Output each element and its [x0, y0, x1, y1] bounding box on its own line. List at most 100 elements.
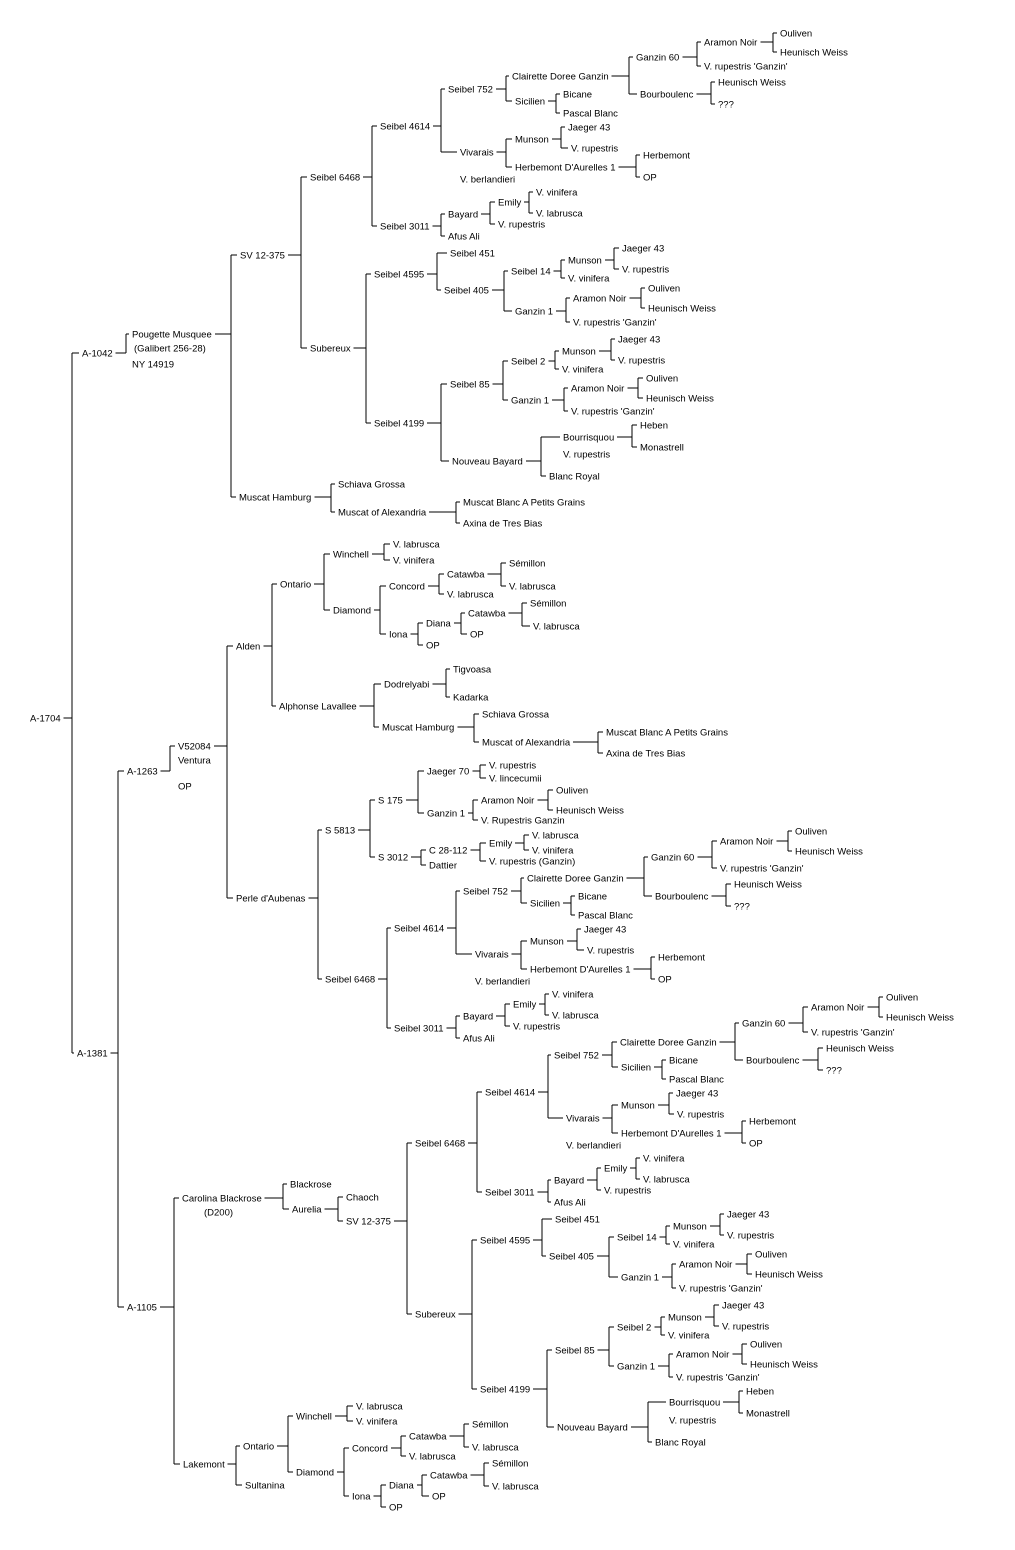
node-bouA: Bourrisquou [563, 433, 614, 444]
node-s451a: Seibel 451 [450, 249, 495, 260]
node-dia1: Diamond [333, 606, 371, 617]
node-brA: Blanc Royal [549, 472, 600, 483]
node-j43E: Jaeger 43 [676, 1089, 718, 1100]
node-con2: Concord [352, 1444, 388, 1455]
node-j43B: Jaeger 43 [622, 244, 664, 255]
node-s752a: Seibel 752 [448, 85, 493, 96]
node-g60b: Ganzin 60 [651, 853, 694, 864]
node-anD: Aramon Noir [481, 796, 534, 807]
node-s4199b: Seibel 4199 [480, 1385, 530, 1396]
node-vrgD: V. Rupestris Ganzin [481, 816, 565, 827]
node-hwF2: Heunisch Weiss [826, 1044, 894, 1055]
node-anC: Aramon Noir [571, 384, 624, 395]
node-blk: Blackrose [290, 1180, 332, 1191]
node-op4: OP [389, 1503, 403, 1514]
node-cbr: Carolina Blackrose [182, 1194, 262, 1205]
node-w2a: V. labrusca [356, 1402, 403, 1413]
node-ouB: Ouliven [648, 284, 680, 295]
node-vrE: V. rupestris [587, 946, 634, 957]
node-j43D: Jaeger 43 [584, 925, 626, 936]
node-hebA: Heben [640, 421, 668, 432]
node-cat3: Catawba [409, 1432, 447, 1443]
node-s85b: Seibel 85 [555, 1346, 595, 1357]
node-axB: Axina de Tres Bias [606, 749, 685, 760]
node-s5813: S 5813 [325, 826, 355, 837]
node-vrgH: V. rupestris 'Ganzin' [679, 1284, 763, 1295]
node-emBa: V. labrusca [532, 831, 579, 842]
node-vlF: V. labrusca [643, 1175, 690, 1186]
tree-connectors [63, 32, 883, 1508]
node-s4595a: Seibel 4595 [374, 270, 424, 281]
node-anB: Aramon Noir [573, 294, 626, 305]
node-vrI: V. rupestris [669, 1416, 716, 1427]
node-c28: C 28-112 [429, 846, 467, 857]
node-pda: Perle d'Aubenas [236, 894, 306, 905]
node-a1263: A-1263 [127, 767, 158, 778]
node-pm2: (Galibert 256-28) [134, 344, 206, 355]
node-subB: Subereux [415, 1310, 456, 1321]
node-j70a: V. rupestris [489, 761, 536, 772]
node-nbB: Nouveau Bayard [557, 1423, 628, 1434]
node-vrG: V. rupestris [727, 1231, 774, 1242]
node-munF: Munson [673, 1222, 707, 1233]
node-maB: Muscat of Alexandria [482, 738, 571, 749]
node-bicC: Bicane [669, 1056, 698, 1067]
node-ont2: Ontario [243, 1442, 274, 1453]
node-emB: Emily [489, 839, 512, 850]
node-hdaA: Herbemont D'Aurelles 1 [515, 163, 616, 174]
node-vlE: V. labrusca [552, 1011, 599, 1022]
node-nbA: Nouveau Bayard [452, 457, 523, 468]
node-ont1: Ontario [280, 580, 311, 591]
node-win1: Winchell [333, 550, 369, 561]
node-s3011a: Seibel 3011 [380, 222, 429, 233]
node-vvC: V. vinifera [562, 365, 604, 376]
node-vrgC: V. rupestris 'Ganzin' [571, 407, 655, 418]
node-vvF: V. vinifera [643, 1154, 685, 1165]
node-s4614c: Seibel 4614 [485, 1088, 535, 1099]
node-v5: V52084 [178, 742, 211, 753]
node-bbB: Bourboulenc [655, 892, 709, 903]
node-munG: Munson [668, 1313, 702, 1324]
node-munE: Munson [621, 1101, 655, 1112]
node-sicC: Sicilien [621, 1063, 651, 1074]
node-ouG: Ouliven [755, 1250, 787, 1261]
node-vrC: V. rupestris [618, 356, 665, 367]
node-g1e: Ganzin 1 [617, 1362, 655, 1373]
node-sem1: Sémillon [509, 559, 545, 570]
node-cdg_c: Clairette Doree Ganzin [620, 1038, 717, 1049]
node-hwE2: Heunisch Weiss [734, 880, 802, 891]
node-monA: Monastrell [640, 443, 684, 454]
node-v5b: Ventura [178, 756, 211, 767]
node-a1381: A-1381 [77, 1049, 108, 1060]
node-hwH: Heunisch Weiss [750, 1360, 818, 1371]
node-monB: Monastrell [746, 1409, 790, 1420]
node-s752c: Seibel 752 [554, 1051, 599, 1062]
node-sem3: Sémillon [472, 1420, 508, 1431]
node-opC: OP [749, 1139, 763, 1150]
node-g1b: Ganzin 1 [511, 396, 549, 407]
node-vrgI: V. rupestris 'Ganzin' [676, 1373, 760, 1384]
node-anA: Aramon Noir [704, 38, 757, 49]
node-g60a: Ganzin 60 [636, 53, 679, 64]
node-axA: Axina de Tres Bias [463, 519, 542, 530]
node-s405b: Seibel 405 [549, 1252, 594, 1263]
node-s6468c: Seibel 6468 [415, 1139, 465, 1150]
node-subA: Subereux [310, 344, 351, 355]
node-dia2: Diamond [296, 1468, 334, 1479]
node-emC: Emily [513, 1000, 536, 1011]
node-hdaB: Herbemont D'Aurelles 1 [530, 965, 631, 976]
node-hwG: Heunisch Weiss [755, 1270, 823, 1281]
node-j43G: Jaeger 43 [722, 1301, 764, 1312]
node-ouD: Ouliven [556, 786, 588, 797]
node-vlA: V. labrusca [536, 209, 583, 220]
node-j70: Jaeger 70 [427, 767, 469, 778]
node-s4614a: Seibel 4614 [380, 122, 430, 133]
node-hdaC: Herbemont D'Aurelles 1 [621, 1129, 722, 1140]
node-aur: Aurelia [292, 1205, 322, 1216]
node-vrgA: V. rupestris 'Ganzin' [704, 62, 788, 73]
node-hbB: Herbemont [658, 953, 705, 964]
node-vrH: V. rupestris [722, 1322, 769, 1333]
node-vrB: V. rupestris [622, 265, 669, 276]
node-bayA: Bayard [448, 210, 478, 221]
